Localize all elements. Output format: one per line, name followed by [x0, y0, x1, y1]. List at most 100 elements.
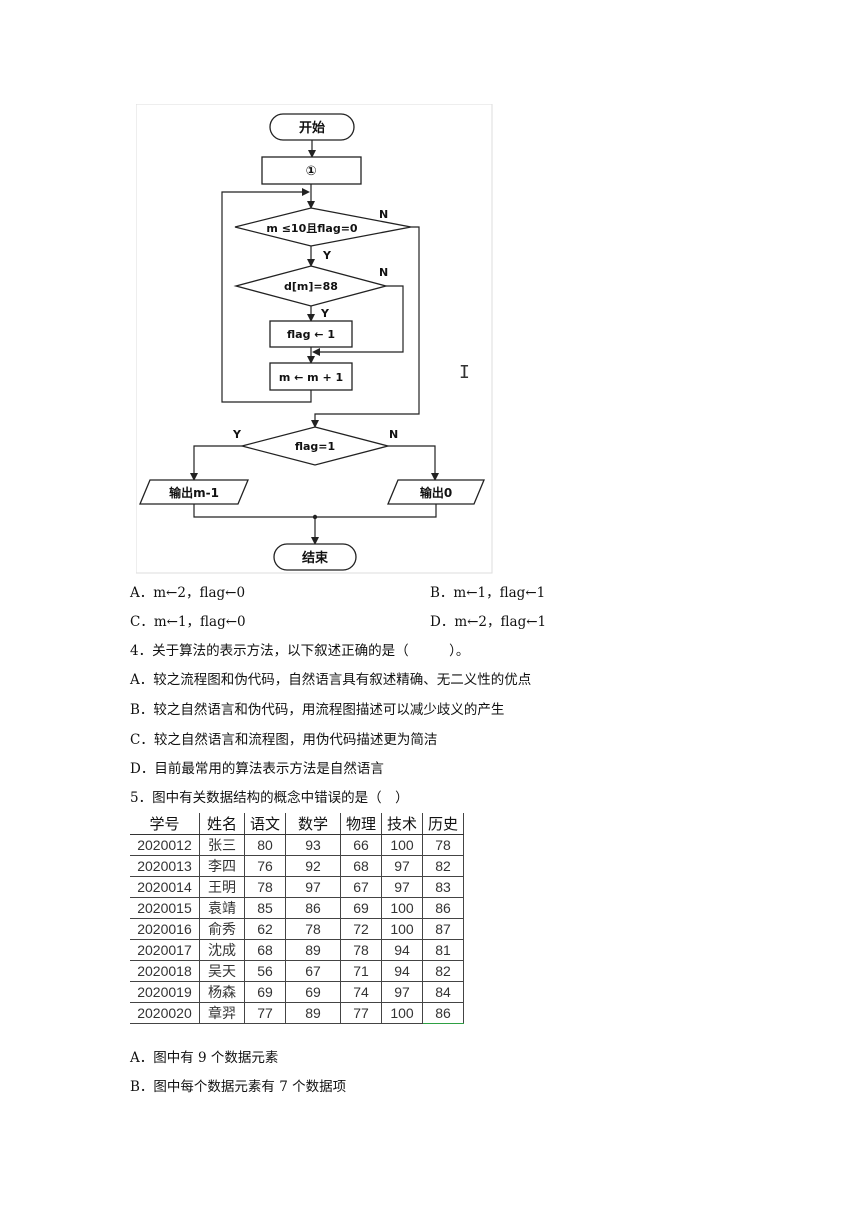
table-header-row: 学号 姓名 语文 数学 物理 技术 历史 — [130, 813, 464, 835]
flag-check-diamond — [239, 426, 391, 466]
table-cell: 66 — [340, 834, 382, 856]
table-cell: 78 — [340, 939, 382, 961]
flowchart-svg: 开始 ① m ≤10且flag=0 N Y d[m]=88 N Y flag ←… — [136, 104, 493, 574]
table-cell: 97 — [381, 855, 423, 877]
table-cell: 74 — [340, 981, 382, 1003]
flowchart-figure: 开始 ① m ≤10且flag=0 N Y d[m]=88 N Y flag ←… — [136, 104, 493, 574]
end-label: 结束 — [302, 550, 329, 566]
table-cell: 2020012 — [130, 834, 200, 856]
table-cell: 77 — [244, 1002, 286, 1024]
table-cell: 2020020 — [130, 1002, 200, 1024]
table-cell: 李四 — [199, 855, 245, 877]
table-cell: 86 — [285, 897, 341, 919]
table-header-cell: 姓名 — [199, 813, 245, 835]
q5-option-a[interactable]: A．图中有 9 个数据元素 — [130, 1050, 279, 1066]
table-cell: 82 — [422, 960, 464, 982]
table-cell: 86 — [422, 897, 464, 919]
array-yes-label: Y — [320, 307, 330, 320]
table-cell: 56 — [244, 960, 286, 982]
table-header-cell: 技术 — [381, 813, 423, 835]
table-cell: 94 — [381, 960, 423, 982]
table-cell: 67 — [340, 876, 382, 898]
table-cell: 69 — [340, 897, 382, 919]
table-cell: 69 — [285, 981, 341, 1003]
table-cell: 吴天 — [199, 960, 245, 982]
q5-stem: 5．图中有关数据结构的概念中错误的是（ ） — [130, 790, 409, 806]
q4-option-a[interactable]: A．较之流程图和伪代码，自然语言具有叙述精确、无二义性的优点 — [130, 672, 532, 688]
output-left-parallelogram — [139, 479, 249, 505]
table-cell: 67 — [285, 960, 341, 982]
array-no-label: N — [379, 266, 388, 279]
table-cell: 84 — [422, 981, 464, 1003]
q4-option-c[interactable]: C．较之自然语言和流程图，用伪代码描述更为简洁 — [130, 732, 438, 748]
array-check-label: d[m]=88 — [284, 280, 338, 293]
table-cell: 71 — [340, 960, 382, 982]
q3-option-b[interactable]: B．m←1，flag←1 — [430, 585, 546, 601]
init-process-box — [261, 156, 362, 185]
table-cell: 93 — [285, 834, 341, 856]
flag-check-label: flag=1 — [295, 440, 335, 453]
start-label: 开始 — [299, 120, 325, 136]
table-cell: 85 — [244, 897, 286, 919]
table-cell: 87 — [422, 918, 464, 940]
table-cell: 王明 — [199, 876, 245, 898]
table-header-cell: 数学 — [285, 813, 341, 835]
table-cell: 89 — [285, 939, 341, 961]
table-cell: 72 — [340, 918, 382, 940]
table-cell: 100 — [381, 918, 423, 940]
table-header-cell: 学号 — [130, 813, 200, 835]
table-cell: 68 — [340, 855, 382, 877]
flag-yes-label: Y — [232, 428, 242, 441]
text-cursor-icon: I — [459, 362, 470, 383]
set-flag-label: flag ← 1 — [287, 328, 335, 341]
set-flag-box — [269, 320, 353, 348]
loop-yes-label: Y — [322, 249, 332, 262]
table-cell: 78 — [422, 834, 464, 856]
increment-label: m ← m + 1 — [279, 371, 343, 384]
table-header-cell: 语文 — [244, 813, 286, 835]
table-cell: 袁靖 — [199, 897, 245, 919]
table-cell: 100 — [381, 1002, 423, 1024]
q4-option-d[interactable]: D．目前最常用的算法表示方法是自然语言 — [130, 761, 384, 777]
table-cell: 俞秀 — [199, 918, 245, 940]
table-cell: 2020019 — [130, 981, 200, 1003]
table-cell: 沈成 — [199, 939, 245, 961]
table-cell: 81 — [422, 939, 464, 961]
end-terminal — [273, 543, 357, 571]
output-left-label: 输出m-1 — [169, 485, 219, 500]
q3-option-d[interactable]: D．m←2，flag←1 — [430, 614, 547, 630]
table-cell: 100 — [381, 834, 423, 856]
table-cell: 2020013 — [130, 855, 200, 877]
figure-border — [136, 104, 493, 574]
table-cell: 78 — [244, 876, 286, 898]
q5-option-b[interactable]: B．图中每个数据元素有 7 个数据项 — [130, 1079, 347, 1095]
q4-stem: 4．关于算法的表示方法，以下叙述正确的是（ ）。 — [130, 643, 470, 659]
table-cell: 2020017 — [130, 939, 200, 961]
table-cell: 83 — [422, 876, 464, 898]
flag-no-label: N — [389, 428, 398, 441]
table-cell: 92 — [285, 855, 341, 877]
table-header-cell: 物理 — [340, 813, 382, 835]
table-cell: 78 — [285, 918, 341, 940]
table-cell: 2020015 — [130, 897, 200, 919]
q3-option-a[interactable]: A．m←2，flag←0 — [130, 585, 246, 601]
table-cell: 77 — [340, 1002, 382, 1024]
q3-option-c[interactable]: C．m←1，flag←0 — [130, 614, 246, 630]
q4-option-b[interactable]: B．较之自然语言和伪代码，用流程图描述可以减少歧义的产生 — [130, 702, 505, 718]
table-cell: 章羿 — [199, 1002, 245, 1024]
table-cell: 97 — [381, 876, 423, 898]
table-cell: 2020018 — [130, 960, 200, 982]
table-cell: 68 — [244, 939, 286, 961]
table-cell: 80 — [244, 834, 286, 856]
table-cell: 2020014 — [130, 876, 200, 898]
init-process-label: ① — [305, 164, 316, 179]
table-cell: 100 — [381, 897, 423, 919]
table-cell: 杨森 — [199, 981, 245, 1003]
